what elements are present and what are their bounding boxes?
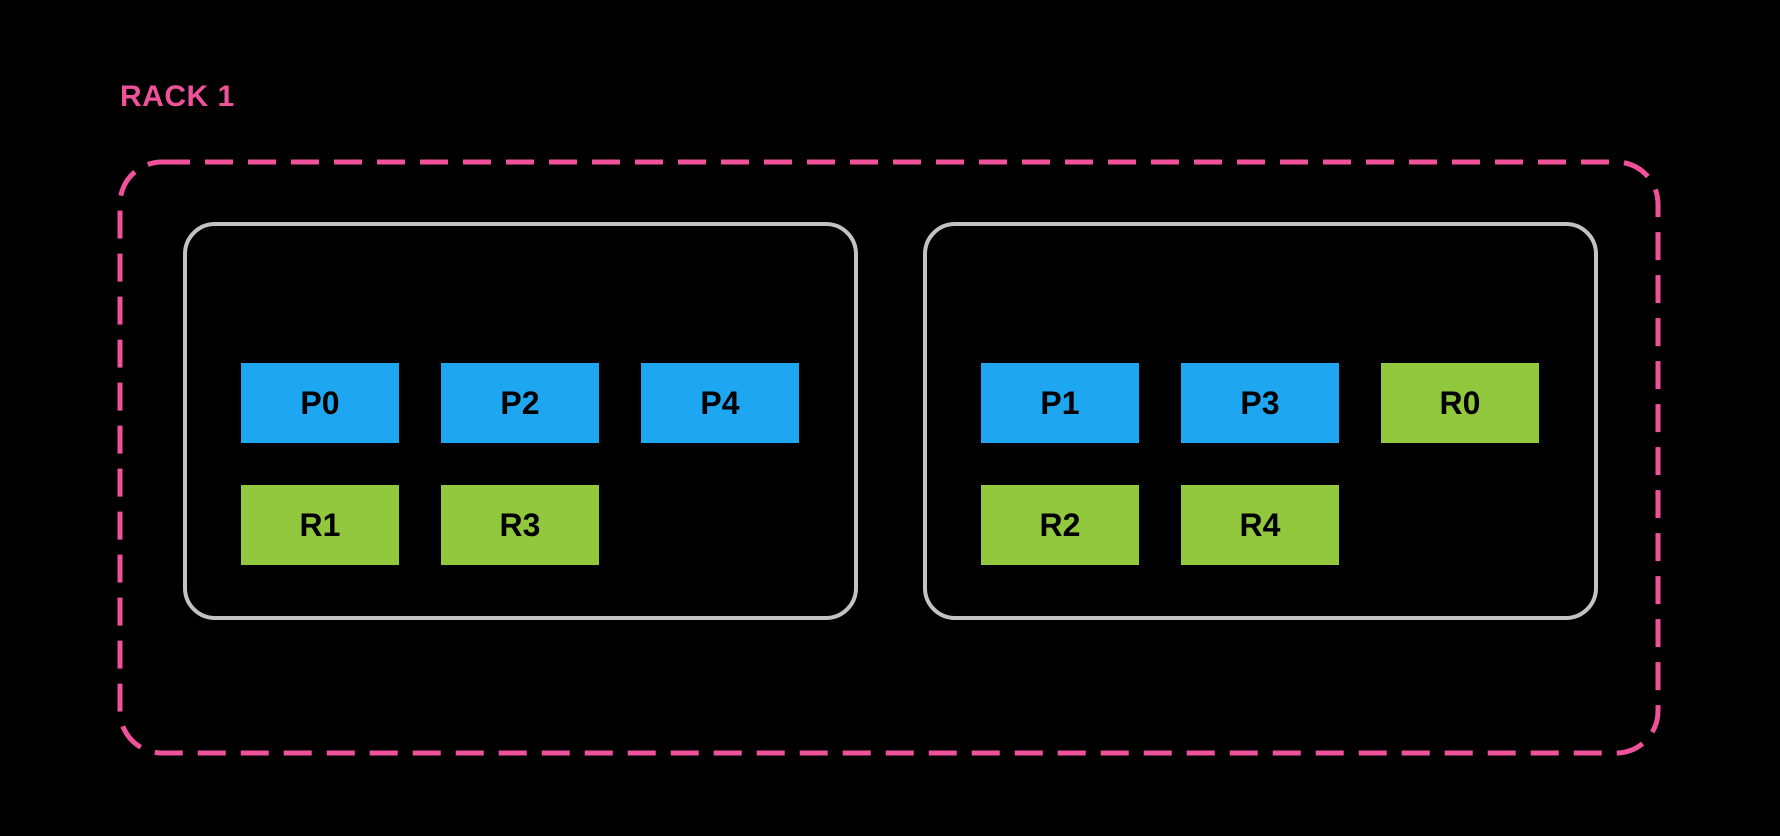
block-r4: R4 xyxy=(1181,485,1339,565)
block-r2: R2 xyxy=(981,485,1139,565)
block-r0: R0 xyxy=(1381,363,1539,443)
block-r3: R3 xyxy=(441,485,599,565)
block-p0: P0 xyxy=(241,363,399,443)
host-box-left: P0 P2 P4 R1 R3 xyxy=(183,222,858,620)
rack-boundary-dashed-border xyxy=(117,159,1661,756)
block-p2: P2 xyxy=(441,363,599,443)
host-right-rows: P1 P3 R0 R2 R4 xyxy=(981,363,1539,565)
host-left-bottom-row: R1 R3 xyxy=(241,485,799,565)
host-left-rows: P0 P2 P4 R1 R3 xyxy=(241,363,799,565)
host-left-top-row: P0 P2 P4 xyxy=(241,363,799,443)
block-r1: R1 xyxy=(241,485,399,565)
host-box-right: P1 P3 R0 R2 R4 xyxy=(923,222,1598,620)
block-p3: P3 xyxy=(1181,363,1339,443)
block-p4: P4 xyxy=(641,363,799,443)
block-p1: P1 xyxy=(981,363,1139,443)
host-right-top-row: P1 P3 R0 xyxy=(981,363,1539,443)
rack-label: RACK 1 xyxy=(120,80,235,113)
host-right-bottom-row: R2 R4 xyxy=(981,485,1539,565)
